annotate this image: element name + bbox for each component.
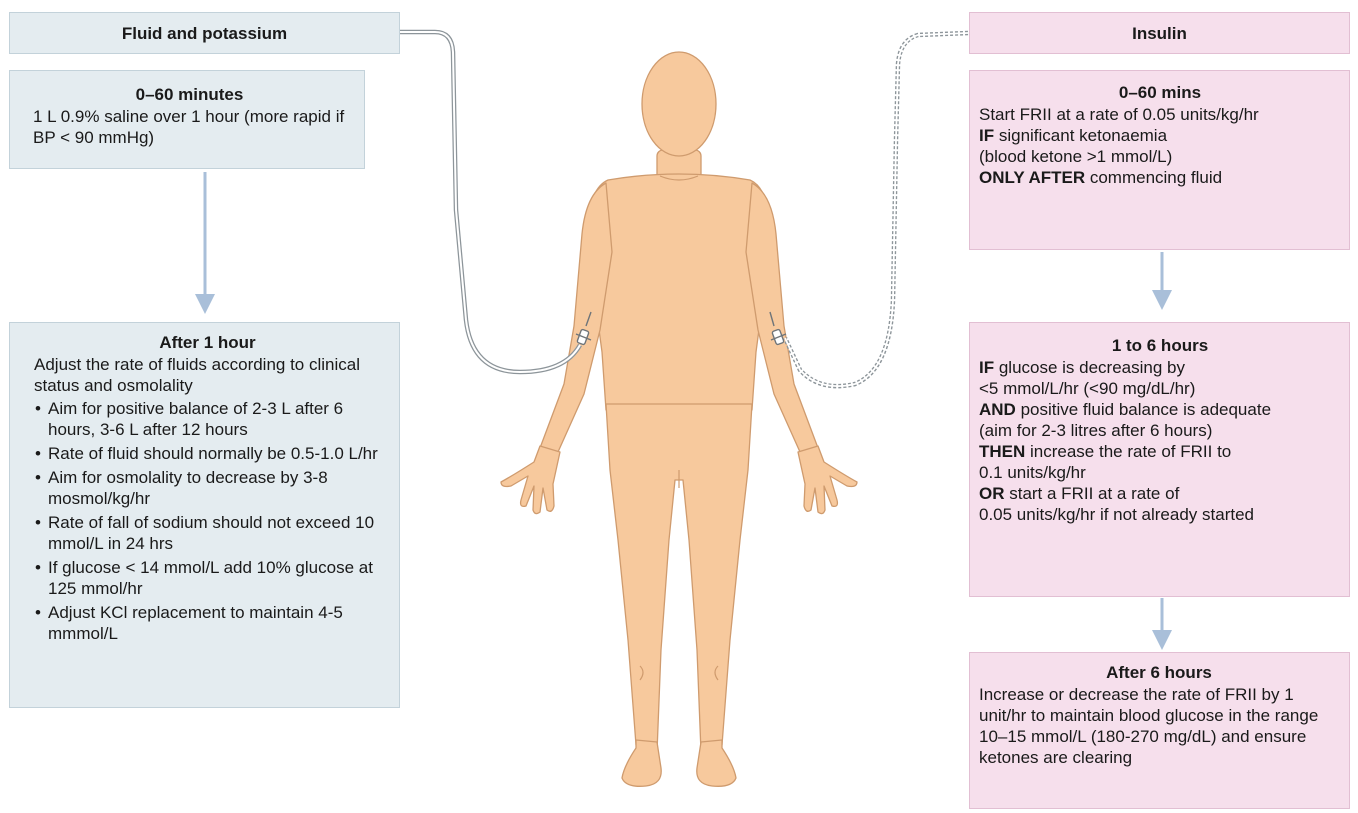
insulin-step-1-6-line5: THEN increase the rate of FRII to bbox=[979, 441, 1341, 462]
insulin-step-1-6-line3-text: positive fluid balance is adequate bbox=[1016, 400, 1271, 419]
insulin-step-0-60-line4: ONLY AFTER commencing fluid bbox=[979, 167, 1341, 188]
flow-arrow-right-2 bbox=[1152, 598, 1172, 650]
flow-arrow-left bbox=[195, 172, 215, 314]
insulin-step-0-60: 0–60 mins Start FRII at a rate of 0.05 u… bbox=[969, 70, 1350, 250]
list-item: Rate of fluid should normally be 0.5-1.0… bbox=[34, 443, 381, 464]
insulin-step-1-6-line1: IF glucose is decreasing by bbox=[979, 357, 1341, 378]
keyword-only-after: ONLY AFTER bbox=[979, 168, 1085, 187]
insulin-step-1-6-line1-text: glucose is decreasing by bbox=[994, 358, 1185, 377]
insulin-step-1-6-line8: 0.05 units/kg/hr if not already started bbox=[979, 504, 1341, 525]
iv-fluid-line bbox=[400, 32, 580, 372]
fluid-step-0-60-title: 0–60 minutes bbox=[33, 84, 346, 105]
insulin-step-after-6-hours-title: After 6 hours bbox=[979, 662, 1339, 683]
insulin-step-1-6-hours-title: 1 to 6 hours bbox=[979, 335, 1341, 356]
list-item: Aim for positive balance of 2-3 L after … bbox=[34, 398, 381, 440]
insulin-step-0-60-line1: Start FRII at a rate of 0.05 units/kg/hr bbox=[979, 104, 1341, 125]
fluid-step-0-60: 0–60 minutes 1 L 0.9% saline over 1 hour… bbox=[9, 70, 365, 169]
list-item: Rate of fall of sodium should not exceed… bbox=[34, 512, 381, 554]
keyword-if: IF bbox=[979, 126, 994, 145]
fluid-step-after-1-hour-intro: Adjust the rate of fluids according to c… bbox=[34, 354, 381, 396]
iv-insulin-line bbox=[785, 33, 968, 386]
keyword-if: IF bbox=[979, 358, 994, 377]
list-item: If glucose < 14 mmol/L add 10% glucose a… bbox=[34, 557, 381, 599]
insulin-step-0-60-title: 0–60 mins bbox=[979, 82, 1341, 103]
insulin-step-0-60-line3: (blood ketone >1 mmol/L) bbox=[979, 146, 1341, 167]
insulin-step-1-6-line3: AND positive fluid balance is adequate bbox=[979, 399, 1341, 420]
keyword-and: AND bbox=[979, 400, 1016, 419]
insulin-step-after-6-hours-text: Increase or decrease the rate of FRII by… bbox=[979, 684, 1339, 768]
keyword-then: THEN bbox=[979, 442, 1025, 461]
insulin-step-0-60-line4-text: commencing fluid bbox=[1085, 168, 1222, 187]
fluid-step-after-1-hour: After 1 hour Adjust the rate of fluids a… bbox=[9, 322, 400, 708]
insulin-step-0-60-line2-text: significant ketonaemia bbox=[994, 126, 1167, 145]
list-item: Adjust KCl replacement to maintain 4-5 m… bbox=[34, 602, 381, 644]
fluid-potassium-header: Fluid and potassium bbox=[9, 12, 400, 54]
flow-arrow-right-1 bbox=[1152, 252, 1172, 310]
list-item: Aim for osmolality to decrease by 3-8 mo… bbox=[34, 467, 381, 509]
fluid-step-0-60-text: 1 L 0.9% saline over 1 hour (more rapid … bbox=[33, 106, 346, 148]
insulin-step-1-6-line7-text: start a FRII at a rate of bbox=[1005, 484, 1180, 503]
keyword-or: OR bbox=[979, 484, 1005, 503]
insulin-step-1-6-line5-text: increase the rate of FRII to bbox=[1025, 442, 1231, 461]
insulin-header: Insulin bbox=[969, 12, 1350, 54]
fluid-potassium-header-label: Fluid and potassium bbox=[122, 23, 287, 44]
fluid-step-after-1-hour-title: After 1 hour bbox=[34, 332, 381, 353]
insulin-header-label: Insulin bbox=[1132, 23, 1187, 44]
insulin-step-after-6-hours: After 6 hours Increase or decrease the r… bbox=[969, 652, 1350, 809]
insulin-step-1-6-hours: 1 to 6 hours IF glucose is decreasing by… bbox=[969, 322, 1350, 597]
insulin-step-1-6-line2: <5 mmol/L/hr (<90 mg/dL/hr) bbox=[979, 378, 1341, 399]
fluid-guidance-list: Aim for positive balance of 2-3 L after … bbox=[34, 398, 381, 644]
insulin-step-1-6-line7: OR start a FRII at a rate of bbox=[979, 483, 1341, 504]
insulin-step-1-6-line6: 0.1 units/kg/hr bbox=[979, 462, 1341, 483]
human-body-figure bbox=[501, 52, 857, 786]
insulin-step-1-6-line4: (aim for 2-3 litres after 6 hours) bbox=[979, 420, 1341, 441]
insulin-step-0-60-line2: IF significant ketonaemia bbox=[979, 125, 1341, 146]
